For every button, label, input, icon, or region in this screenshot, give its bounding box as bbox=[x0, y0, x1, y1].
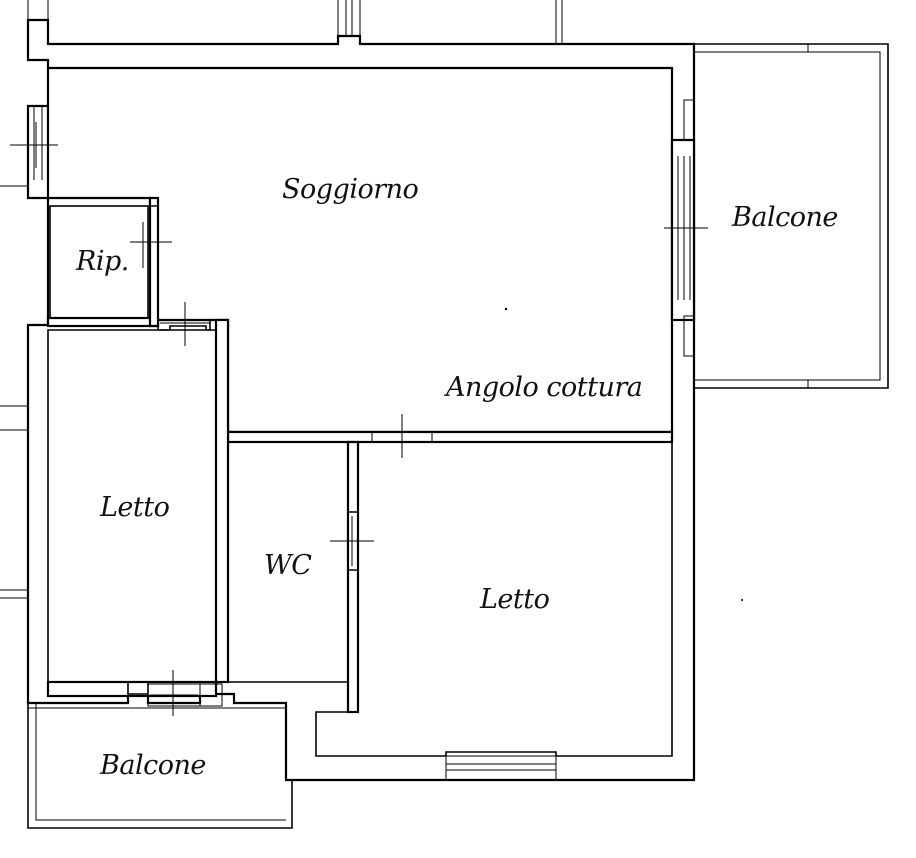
wall-letto-wc bbox=[214, 318, 230, 684]
door-wc bbox=[330, 516, 374, 566]
label-balcone-destra: Balcone bbox=[731, 202, 838, 233]
door-letto-destra bbox=[371, 414, 433, 458]
label-angolo-cottura: Angolo cottura bbox=[443, 372, 642, 403]
label-wc: WC bbox=[264, 550, 312, 581]
label-ripostiglio: Rip. bbox=[75, 246, 129, 277]
label-letto-destra: Letto bbox=[479, 584, 550, 615]
door-entry-left bbox=[0, 106, 58, 599]
wall-letto-bottom bbox=[46, 680, 218, 698]
window-soggiorno-balcone bbox=[664, 99, 708, 357]
ripostiglio-outline bbox=[49, 205, 149, 319]
balcone-basso-outline bbox=[27, 703, 293, 829]
wall-rip-right bbox=[148, 196, 160, 328]
soggiorno-outline bbox=[47, 67, 673, 433]
letto-sinistra-outline bbox=[47, 325, 217, 695]
window-letto-destra bbox=[445, 755, 557, 781]
plan-dot bbox=[741, 599, 743, 601]
wall-rip-bottom bbox=[46, 316, 160, 328]
wall-wc-letto bbox=[346, 440, 360, 714]
plan-dot bbox=[504, 307, 508, 311]
door-ripostiglio bbox=[130, 222, 172, 268]
label-letto-sinistra: Letto bbox=[99, 492, 170, 523]
label-soggiorno: Soggiorno bbox=[282, 174, 419, 205]
wall-soggiorno-bedrooms bbox=[226, 430, 674, 444]
door-letto-sinistra bbox=[160, 302, 210, 346]
window-top-left bbox=[27, 0, 563, 44]
balcone-destra-outline bbox=[694, 43, 889, 389]
letto-destra-outline bbox=[315, 441, 673, 757]
label-balcone-basso: Balcone bbox=[99, 750, 206, 781]
